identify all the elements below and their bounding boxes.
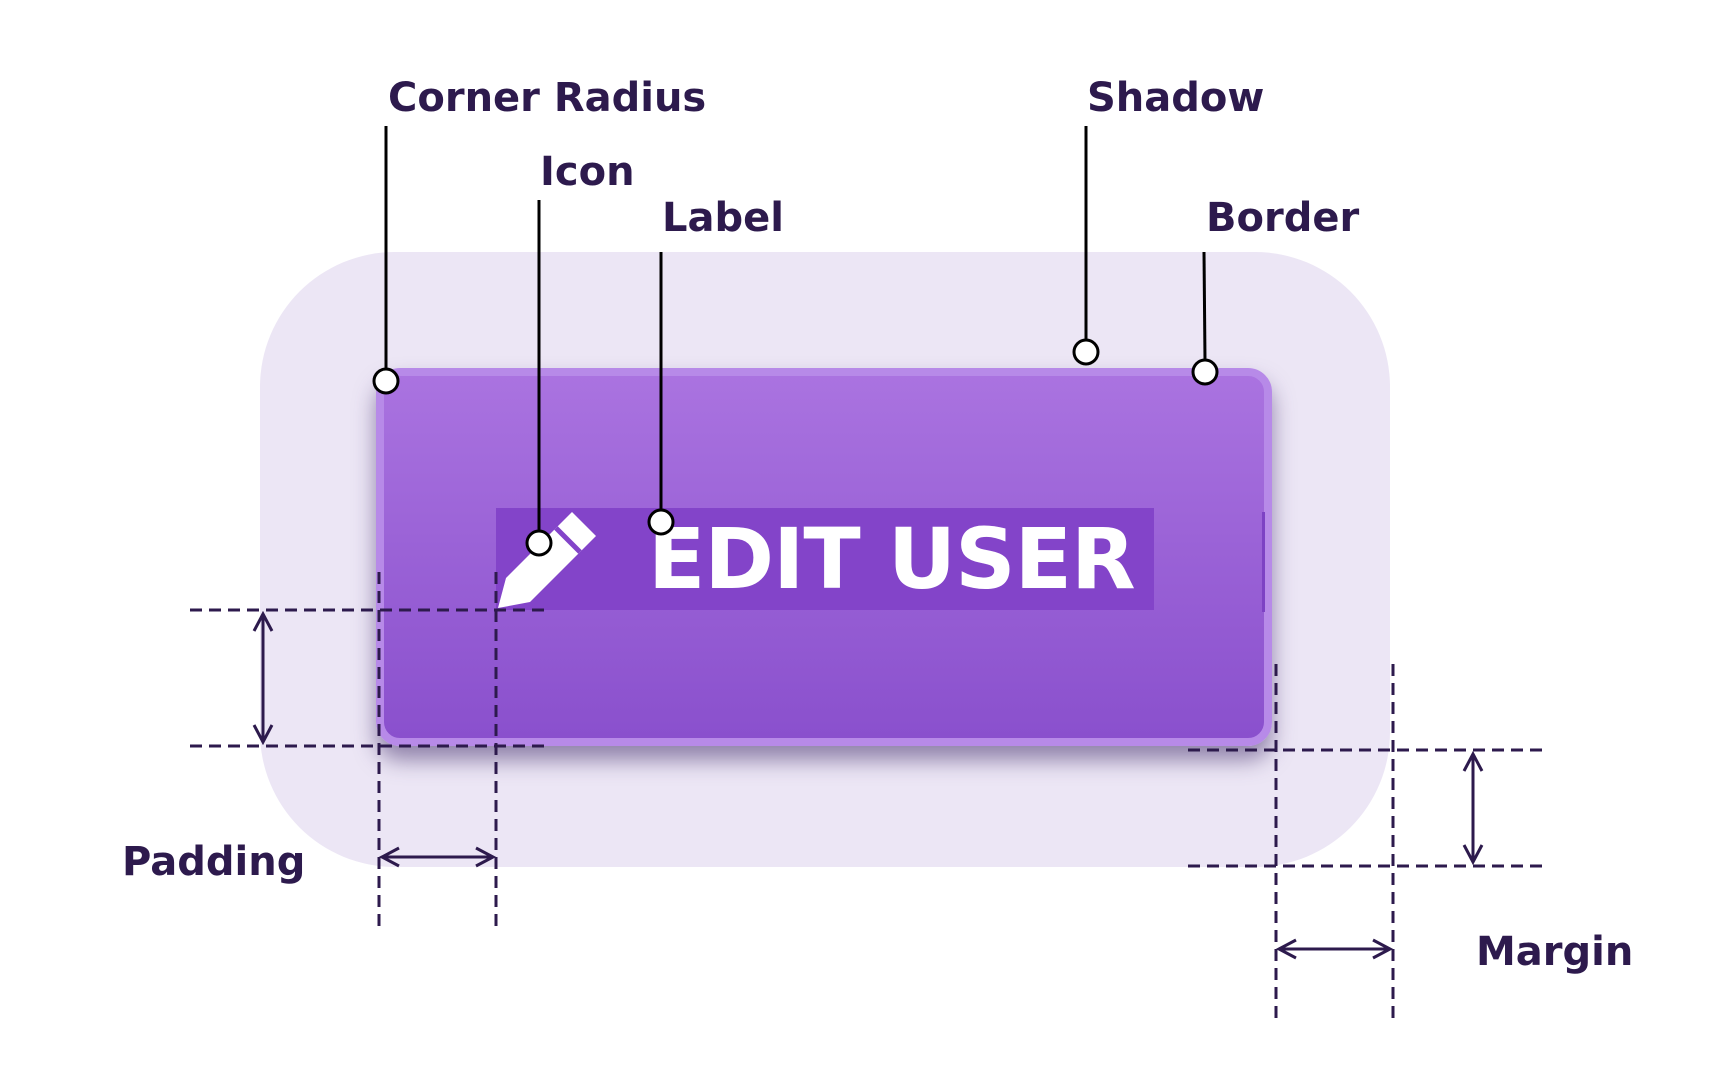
corner-radius-point xyxy=(372,367,400,395)
border-leader xyxy=(1202,251,1207,361)
border-annotation: Border xyxy=(1206,195,1360,241)
padding-annotation: Padding xyxy=(122,839,306,885)
label-point xyxy=(647,508,675,536)
margin-annotation: Margin xyxy=(1476,929,1634,975)
pencil-icon xyxy=(498,512,596,608)
corner-radius-annotation: Corner Radius xyxy=(388,75,707,121)
label-annotation: Label xyxy=(662,195,784,241)
leader-lines xyxy=(384,126,1207,531)
content-edge-mark xyxy=(1262,512,1265,612)
leader-endpoints xyxy=(372,338,1219,557)
padding-dashed-lines xyxy=(190,572,548,930)
border-point xyxy=(1191,358,1219,386)
shadow-annotation: Shadow xyxy=(1087,75,1265,121)
icon-point xyxy=(525,529,553,557)
button-label: EDIT USER xyxy=(648,510,1136,608)
shadow-point xyxy=(1072,338,1100,366)
margin-dashed-lines xyxy=(1188,664,1545,1020)
content-box xyxy=(496,508,1154,610)
dimension-arrows xyxy=(263,614,1473,949)
icon-annotation: Icon xyxy=(540,149,635,195)
